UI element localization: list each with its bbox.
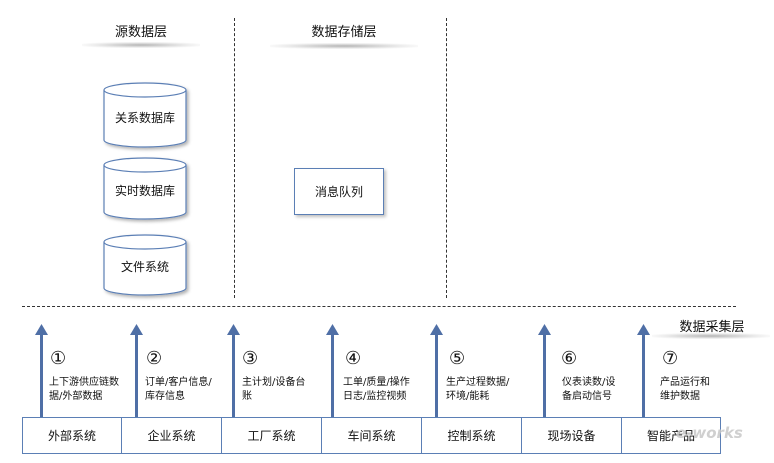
cylinder-file-system <box>103 234 187 296</box>
column-description: 仪表读数/设备启动信号 <box>562 377 616 402</box>
storage-layer-title: 数据存储层 <box>311 25 377 40</box>
system-box-field-device: 现场设备 <box>521 417 622 454</box>
cylinder-realtime-db <box>103 157 187 220</box>
column-description: 产品运行和维护数据 <box>660 377 710 402</box>
divider-source-storage <box>234 18 235 298</box>
column-description: 生产过程数据/环境/能耗 <box>446 377 510 402</box>
system-label: 车间系统 <box>347 429 396 443</box>
source-layer-underline <box>82 42 200 48</box>
system-label: 现场设备 <box>547 429 596 443</box>
cylinder-relational-db <box>103 82 187 148</box>
watermark-logo: e-works <box>676 424 743 442</box>
column-number: ① <box>50 348 67 369</box>
column-number: ⑦ <box>662 348 679 369</box>
system-box-smart-product: 智能产品 <box>621 417 721 454</box>
column-description: 工单/质量/操作日志/监控视频 <box>343 377 410 402</box>
divider-collection-layer <box>22 306 736 307</box>
collection-layer-title: 数据采集层 <box>679 320 745 335</box>
column-number: ⑥ <box>561 348 578 369</box>
arrow-up-icon <box>130 324 143 417</box>
source-layer-title: 源数据层 <box>114 25 167 40</box>
system-box-enterprise: 企业系统 <box>121 417 222 454</box>
collection-layer-underline <box>652 333 770 339</box>
system-box-factory: 工厂系统 <box>221 417 322 454</box>
system-box-control: 控制系统 <box>421 417 522 454</box>
arrow-up-icon <box>430 324 443 417</box>
arrow-up-icon <box>35 324 48 417</box>
arrow-up-icon <box>637 324 650 417</box>
system-label: 工厂系统 <box>247 429 296 443</box>
arrow-up-icon <box>227 324 240 417</box>
system-label: 控制系统 <box>447 429 496 443</box>
column-number: ④ <box>345 348 362 369</box>
column-description: 上下游供应链数据/外部数据 <box>49 377 119 402</box>
message-queue-box: 消息队列 <box>294 168 384 215</box>
system-label: 智能产品 <box>646 429 695 443</box>
database-label: 文件系统 <box>120 260 169 274</box>
divider-storage-right <box>446 18 447 298</box>
storage-layer-underline <box>270 43 418 49</box>
system-box-workshop: 车间系统 <box>321 417 422 454</box>
column-number: ⑤ <box>449 348 466 369</box>
column-description: 主计划/设备台账 <box>242 377 306 402</box>
system-label: 外部系统 <box>47 429 96 443</box>
system-label: 企业系统 <box>147 429 196 443</box>
arrow-up-icon <box>538 324 551 417</box>
message-queue-label: 消息队列 <box>314 185 363 199</box>
column-number: ③ <box>242 348 259 369</box>
column-description: 订单/客户信息/库存信息 <box>145 377 212 402</box>
arrow-up-icon <box>326 324 339 417</box>
column-number: ② <box>146 348 163 369</box>
database-label: 关系数据库 <box>114 111 175 125</box>
system-box-external: 外部系统 <box>22 417 122 454</box>
database-label: 实时数据库 <box>114 184 175 198</box>
